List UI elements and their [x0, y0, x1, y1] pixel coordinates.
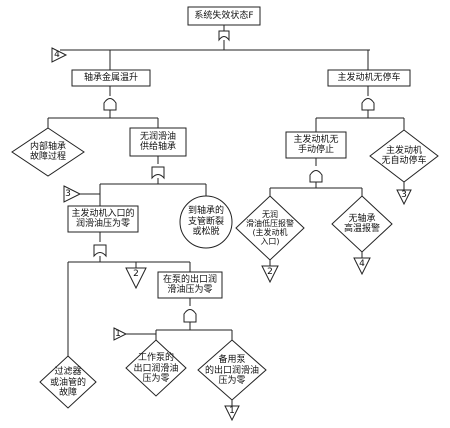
inlet-pressure-label: 主发动机入口的 润滑油压为零 — [71, 208, 135, 229]
no-lube-supply-label: 无润滑油 供给轴承 — [139, 131, 176, 152]
transfer-auto-stop-number: 3 — [401, 190, 407, 200]
bearing-overheat-label: 轴承金属温升 — [83, 72, 138, 83]
transfer-alarm-high-number: 4 — [359, 258, 365, 269]
transfer-bottom-number: 1 — [229, 406, 235, 416]
no-lube-or-gate-icon — [151, 166, 165, 180]
transfer-low-left-number: 1 — [115, 329, 121, 339]
pump-and-gate-icon — [183, 309, 197, 323]
transfer-top-left-number: 4 — [54, 50, 60, 60]
no-manual-stop-box — [285, 131, 347, 159]
low-pressure-alarm-label: 无润 滑油低压报警 (主发动机 入口) — [246, 209, 294, 247]
working-pump-label: 工作泵的 出口润滑油 压为零 — [133, 353, 179, 385]
no-auto-stop-label: 主发动机 无自动停车 — [381, 145, 427, 166]
transfer-bottom-triangle — [224, 405, 240, 422]
inlet-pressure-box — [67, 205, 139, 233]
filter-fault-label: 过滤器 或油管的 故障 — [49, 367, 86, 399]
right-and-gate-icon — [361, 98, 375, 111]
main-engine-no-stop-label: 主发动机无停车 — [337, 72, 401, 83]
inlet-or-gate-icon — [93, 244, 107, 258]
transfer-mid-center-triangle — [125, 267, 147, 290]
transfer-top-left-triangle — [51, 47, 68, 63]
transfer-mid-left-number: 3 — [65, 189, 71, 199]
standby-pump-label: 备用泵 的出口润滑油 压为零 — [204, 355, 259, 387]
bearing-overheat-box — [71, 69, 151, 87]
main-engine-no-stop-box — [327, 69, 411, 87]
pipe-break-label: 到轴承的 支管断裂 或松脱 — [187, 206, 224, 238]
transfer-auto-stop-triangle — [396, 189, 412, 206]
top-event-label: 系统失效状态F — [194, 10, 254, 21]
transfer-alarm-high-triangle — [353, 257, 371, 276]
pump-outlet-label: 在泵的出口润 滑油压为零 — [162, 274, 217, 295]
no-manual-stop-label: 主发动机无 手动停止 — [293, 134, 339, 155]
transfer-low-left-triangle — [113, 327, 128, 341]
transfer-alarm-low-number: 2 — [267, 266, 273, 277]
left-and-gate-icon — [103, 98, 117, 111]
transfer-mid-left-triangle — [63, 185, 82, 203]
transfer-mid-center-number: 2 — [133, 269, 139, 279]
transfer-alarm-low-triangle — [261, 265, 279, 284]
no-lube-supply-box — [129, 127, 187, 157]
internal-bearing-label: 内部轴承 故障过程 — [29, 141, 66, 162]
filter-fault-diamond — [39, 355, 97, 409]
top-or-gate-icon — [218, 30, 230, 42]
working-pump-diamond — [125, 339, 187, 397]
high-temp-alarm-label: 无轴承 高温报警 — [343, 213, 380, 234]
internal-bearing-diamond — [11, 127, 85, 177]
pipe-break-circle — [179, 195, 233, 249]
manual-and-gate-icon — [309, 170, 323, 183]
